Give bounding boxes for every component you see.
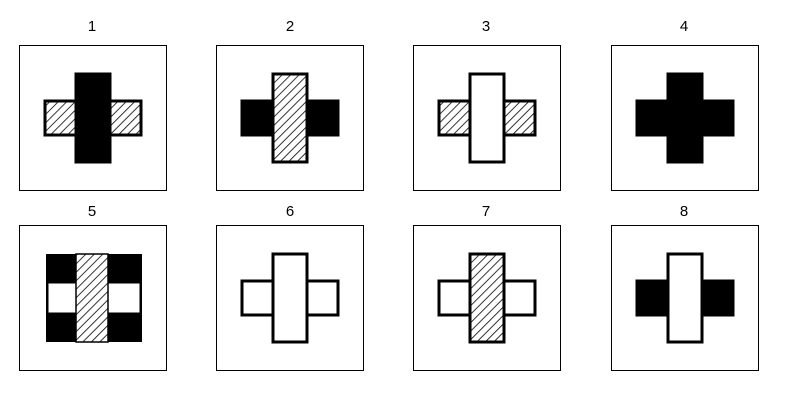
vertical-bar — [75, 253, 109, 343]
figure-2-label: 2 — [285, 18, 295, 35]
left-arm — [47, 282, 79, 314]
cross-shape — [240, 252, 340, 344]
vertical-bar — [666, 252, 704, 344]
figure-6[interactable] — [216, 225, 364, 371]
figure-6-label: 6 — [285, 203, 295, 220]
cross-shape — [43, 72, 143, 164]
vertical-bar — [74, 72, 112, 164]
cross-shape — [635, 72, 735, 164]
figure-1[interactable] — [19, 45, 167, 191]
figure-4[interactable] — [611, 45, 759, 191]
figure-4-label: 4 — [679, 18, 689, 35]
figure-3[interactable] — [413, 45, 561, 191]
vertical-bar — [468, 252, 506, 344]
cross-shape — [437, 252, 537, 344]
cross-shape — [437, 72, 537, 164]
figure-1-label: 1 — [87, 18, 97, 35]
figure-8-label: 8 — [679, 203, 689, 220]
cross-shape — [46, 253, 142, 343]
vertical-bar — [666, 72, 704, 164]
vertical-bar — [468, 72, 506, 164]
vertical-bar — [271, 252, 309, 344]
figure-3-label: 3 — [481, 18, 491, 35]
figure-5-label: 5 — [87, 203, 97, 220]
figure-2[interactable] — [216, 45, 364, 191]
figure-7-label: 7 — [481, 203, 491, 220]
right-arm — [107, 282, 141, 314]
figure-7[interactable] — [413, 225, 561, 371]
cross-shape — [635, 252, 735, 344]
vertical-bar — [271, 72, 309, 164]
figure-5[interactable] — [19, 225, 167, 371]
cross-shape — [240, 72, 340, 164]
figure-8[interactable] — [611, 225, 759, 371]
